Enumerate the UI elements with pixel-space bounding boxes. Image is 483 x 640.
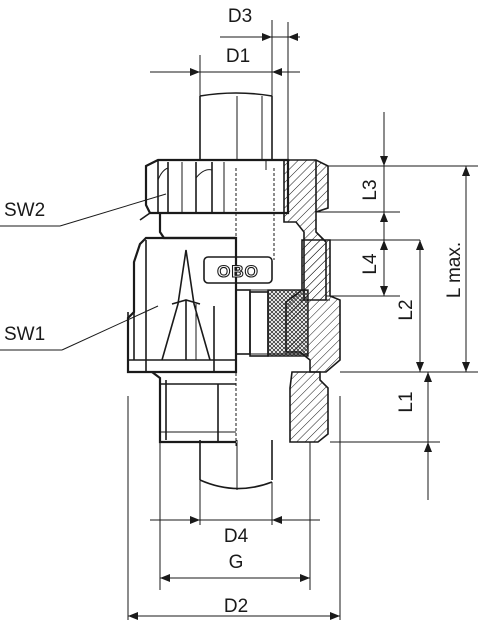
obo-logo: OBO [203, 256, 273, 284]
main-body [126, 236, 238, 374]
dimension-g [160, 574, 310, 582]
label-sw2: SW2 [4, 200, 45, 221]
label-sw1: SW1 [4, 324, 45, 345]
label-g: G [229, 552, 244, 573]
section-guides [235, 160, 275, 446]
logo-text: OBO [217, 262, 259, 281]
dimension-l2 [416, 240, 424, 372]
label-d2: D2 [224, 596, 248, 617]
label-d3: D3 [228, 6, 252, 27]
leader-lines [0, 193, 167, 351]
cable [199, 92, 273, 490]
label-l2: L2 [396, 299, 417, 320]
extension-lines [127, 20, 478, 620]
label-l3: L3 [360, 179, 381, 200]
body-cross-section [235, 239, 341, 373]
dimension-d4 [150, 516, 320, 524]
dome-cap-nut [139, 158, 290, 240]
label-d1: D1 [226, 46, 250, 67]
dimension-l-max [462, 166, 470, 372]
dimension-l1 [424, 372, 432, 500]
stem-cross-section [289, 371, 329, 443]
dimension-d3 [220, 33, 300, 41]
dimension-d2 [128, 612, 340, 620]
label-l-max: L max. [444, 242, 465, 298]
label-l1: L1 [396, 391, 417, 412]
dimension-d1 [150, 68, 300, 76]
label-d4: D4 [224, 526, 249, 547]
label-l4: L4 [360, 253, 381, 275]
dimension-l4 [380, 240, 388, 296]
dimension-l3 [380, 112, 388, 240]
threaded-stem [151, 371, 236, 444]
